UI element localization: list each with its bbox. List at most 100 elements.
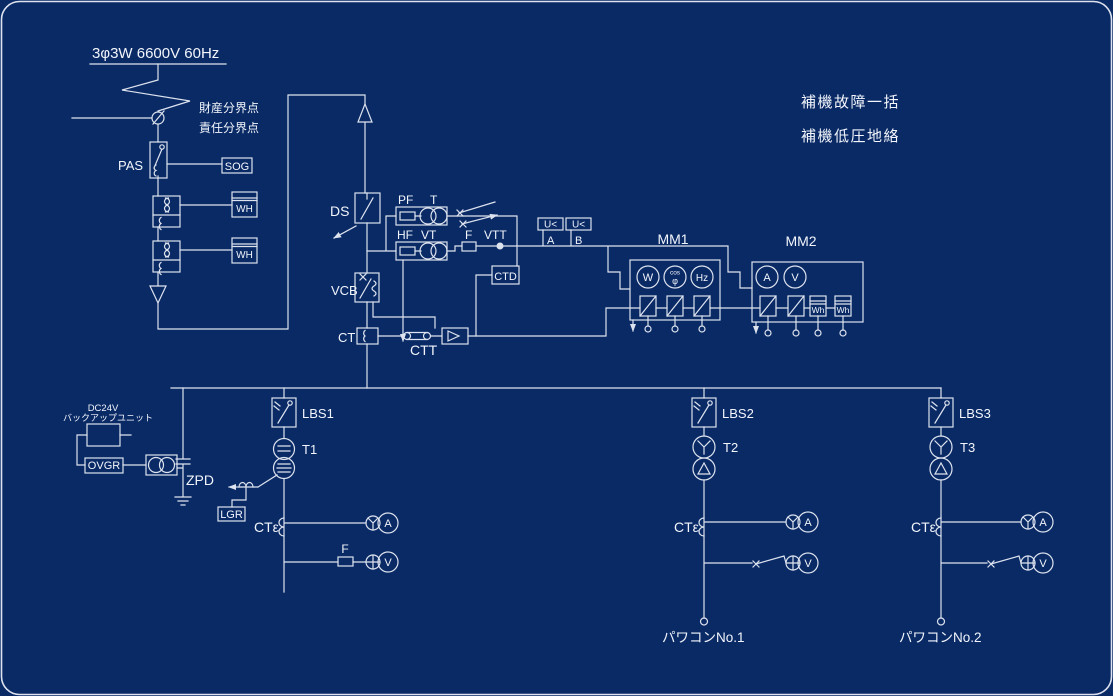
note-aux-ground: 補機低圧地絡 [801, 128, 900, 145]
transducer-triangle-icon [447, 330, 461, 342]
note-aux-fault: 補機故障一括 [801, 93, 900, 111]
wh-meter-label-1: WH [236, 204, 253, 215]
lbs3-box [928, 397, 954, 428]
vt-winding-2 [430, 242, 448, 260]
mm2-ammeter [755, 265, 779, 289]
t-label: T [430, 193, 438, 207]
f2-voltmeter-label: V [804, 558, 812, 570]
feeder-1: LBS1 T1 LGR CTε A F V [217, 387, 399, 593]
mm2-terminal-1 [764, 329, 772, 337]
lbs2-contact [707, 400, 713, 406]
lgr-box [217, 506, 246, 522]
t3-winding-2 [929, 457, 953, 481]
f3-load-terminal [936, 617, 946, 626]
vct-box-1 [152, 195, 181, 228]
f2-voltmeter-switch [752, 555, 787, 568]
lbs3-blade [930, 401, 947, 424]
zpd-wiring [76, 387, 192, 506]
pas-label: PAS [118, 158, 143, 173]
incoming-wiring [71, 63, 366, 330]
wh-box-strip-2 [231, 243, 258, 248]
zpd-winding-1 [147, 456, 165, 474]
f2-ammeter-label: A [804, 517, 812, 529]
powerfactor-meter [663, 265, 687, 289]
ds-label: DS [330, 203, 349, 219]
uv-a-tag: A [547, 235, 555, 247]
vt-ct-symbols-1 [152, 197, 181, 231]
metering-unit-1: WH [152, 191, 258, 231]
transducer-box [441, 327, 469, 345]
f3-ct-epsilon-symbol [935, 517, 942, 537]
t-winding-1 [419, 207, 437, 225]
mm2-terminal-4 [839, 329, 847, 337]
lbs2-label: LBS2 [722, 406, 754, 421]
boundary-point-symbol [151, 111, 165, 125]
f1-cte-label: CTε [254, 519, 279, 535]
wattmeter-label: W [643, 272, 654, 284]
uv-b-tag: B [575, 235, 582, 247]
uv-relay-b-box [565, 217, 592, 231]
t2-star-symbol [697, 440, 711, 455]
mm1-terminal-stubs [647, 315, 703, 327]
pas-switch: PAS [118, 141, 168, 179]
t-winding-2 [430, 207, 448, 225]
vcb-aux-wiring [372, 301, 436, 329]
dc24v-label: DC24V [88, 403, 119, 414]
f3-ammeter [1032, 511, 1054, 533]
sog-box [221, 157, 253, 174]
feeder-3: LBS3 T3 CTε A V パワコンNo.2 [899, 387, 1054, 645]
f2-load-terminal [699, 617, 709, 626]
t3-label: T3 [960, 440, 975, 455]
lbs1-box [271, 397, 297, 428]
lgr-label: LGR [220, 509, 243, 521]
f2-load-label: パワコンNo.1 [662, 630, 745, 645]
vtt-junction-dot [496, 242, 504, 250]
f3-selector-spokes [1022, 516, 1034, 530]
mm2-voltmeter-label: V [791, 272, 799, 284]
boundary-slash [152, 110, 165, 125]
uv-relay-b-label: U< [572, 220, 585, 231]
ctt-terminal-1 [402, 331, 412, 341]
f2-cte-label: CTε [674, 519, 699, 535]
uv-relay-a-label: U< [544, 220, 557, 231]
phi-label: φ [672, 276, 678, 286]
lbs1-label: LBS1 [302, 406, 334, 421]
wh-strips [809, 300, 852, 305]
ctt-label: CTT [410, 342, 438, 358]
ct-epsilon-symbol [363, 329, 366, 343]
system-label: 3φ3W 6600V 60Hz [92, 45, 219, 62]
ground-fault-detection: DC24V バックアップユニット OVGR ZPD [63, 387, 214, 506]
zpd-coupler-box [145, 454, 178, 476]
metering-unit-2: WH [152, 237, 258, 276]
wattmeter [636, 265, 660, 289]
ctt-terminal-2 [422, 331, 432, 341]
lbs3-contact [944, 400, 950, 406]
lgr-zct-icon [238, 481, 254, 488]
boundary-property-label: 財産分界点 [199, 100, 259, 115]
f2-ammeter [797, 511, 819, 533]
vacuum-breaker: VCB [331, 272, 436, 329]
f1-selector-spokes [367, 517, 379, 531]
uv-relay-a-box [537, 217, 564, 231]
f2-voltmeter [797, 552, 819, 574]
disconnect-switch: DS [330, 192, 381, 239]
vtt-fuse-label: F [465, 228, 472, 242]
instrument-transformers: PF T HF VT F VTT [366, 193, 753, 342]
f3-voltmeter [1032, 552, 1054, 574]
vcb-box [354, 272, 380, 303]
zpd-winding-2 [158, 456, 176, 474]
frequency-label: Hz [696, 273, 708, 284]
f2-selector-spokes [787, 516, 799, 530]
ct-label: CT [338, 330, 355, 345]
wh1-label: Wh [812, 305, 825, 315]
ct-box [356, 327, 379, 345]
backup-unit-box [86, 423, 121, 447]
lbs2-blade [693, 401, 710, 424]
lbs1-blade [273, 401, 290, 424]
meter-panel-mm2: MM2 A V Wh Wh [751, 233, 864, 337]
f3-load-label: パワコンNo.2 [899, 630, 982, 645]
feeder1-wiring [231, 387, 367, 593]
vtt-fuse-icon [461, 241, 477, 252]
